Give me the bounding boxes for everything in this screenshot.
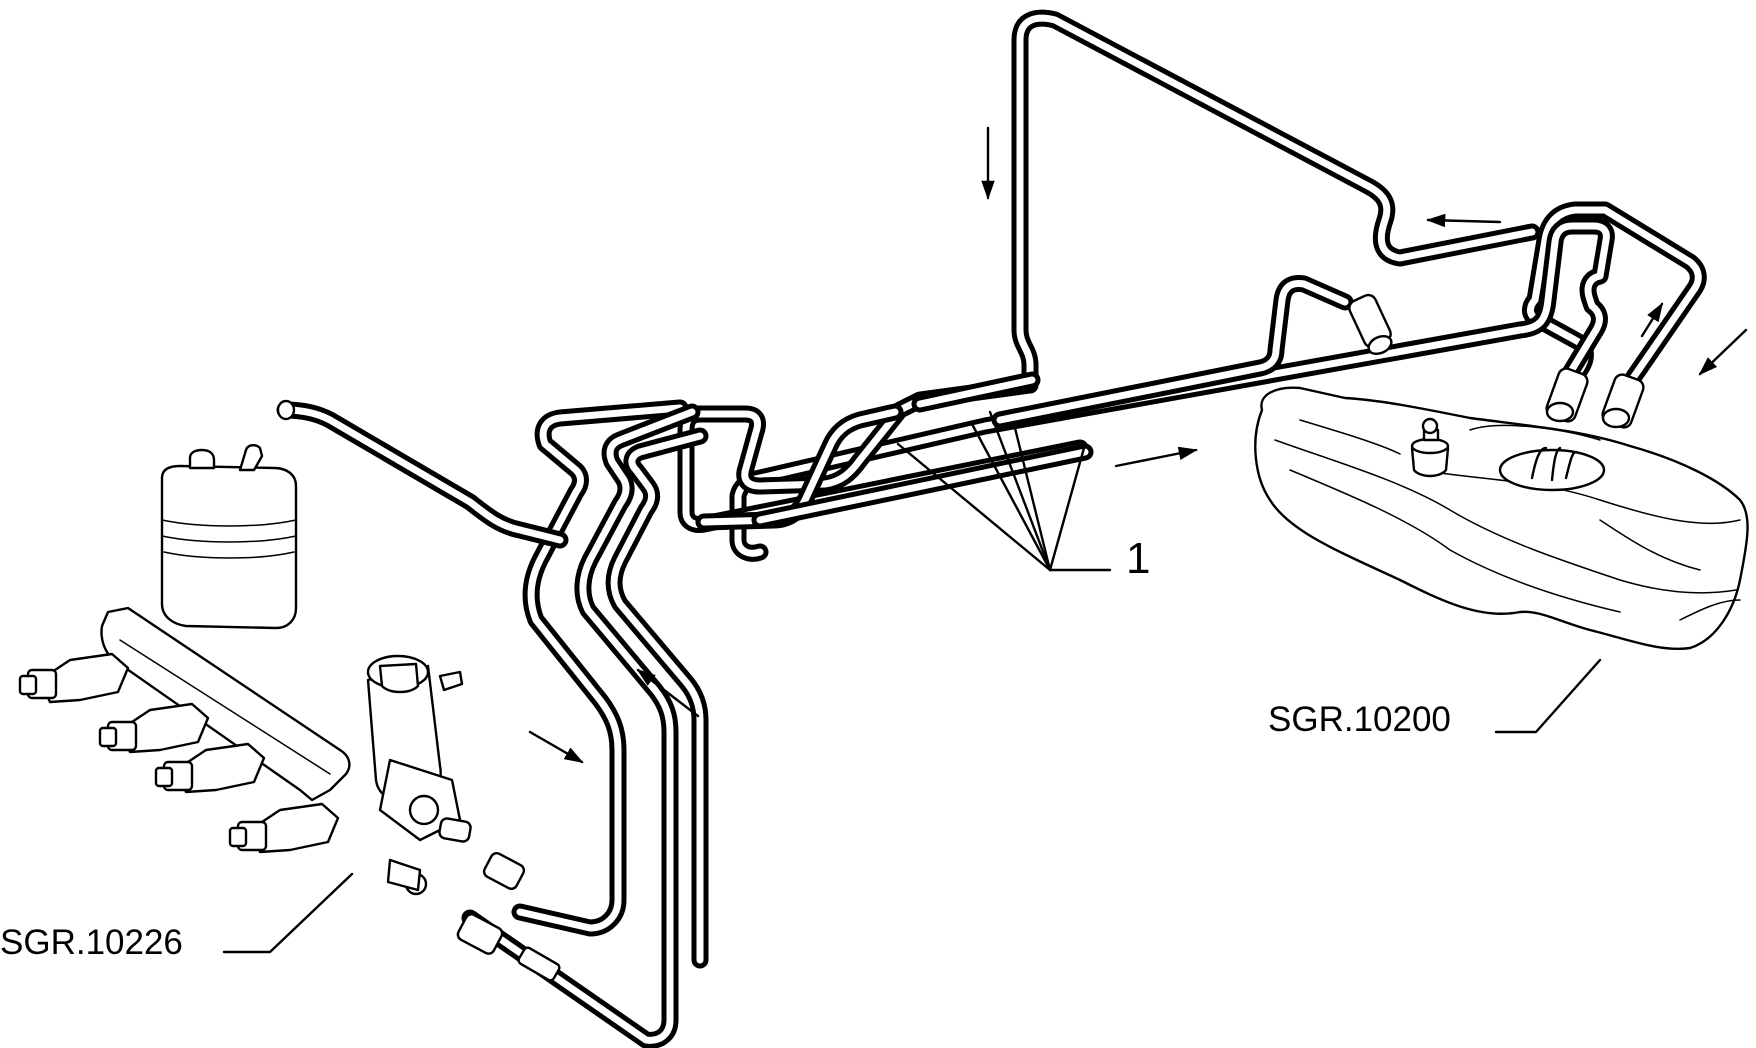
callout-1-label: 1 bbox=[1126, 534, 1150, 583]
part-label-tank: SGR.10200 bbox=[1268, 700, 1451, 739]
injector-3 bbox=[154, 742, 266, 794]
fuel-pipes bbox=[276, 9, 1707, 1048]
callout-leaders bbox=[222, 410, 1602, 954]
injector-1 bbox=[18, 652, 130, 704]
part-label-rail: SGR.10226 bbox=[0, 923, 183, 962]
flow-arrows bbox=[528, 126, 1748, 764]
pressure-regulator bbox=[366, 654, 472, 896]
pipe-connectors bbox=[456, 293, 1645, 982]
canister bbox=[160, 444, 298, 630]
injector-4 bbox=[228, 802, 340, 854]
fuel-rail bbox=[18, 606, 472, 896]
injector-2 bbox=[98, 702, 210, 754]
fuel-tank bbox=[1254, 386, 1749, 650]
